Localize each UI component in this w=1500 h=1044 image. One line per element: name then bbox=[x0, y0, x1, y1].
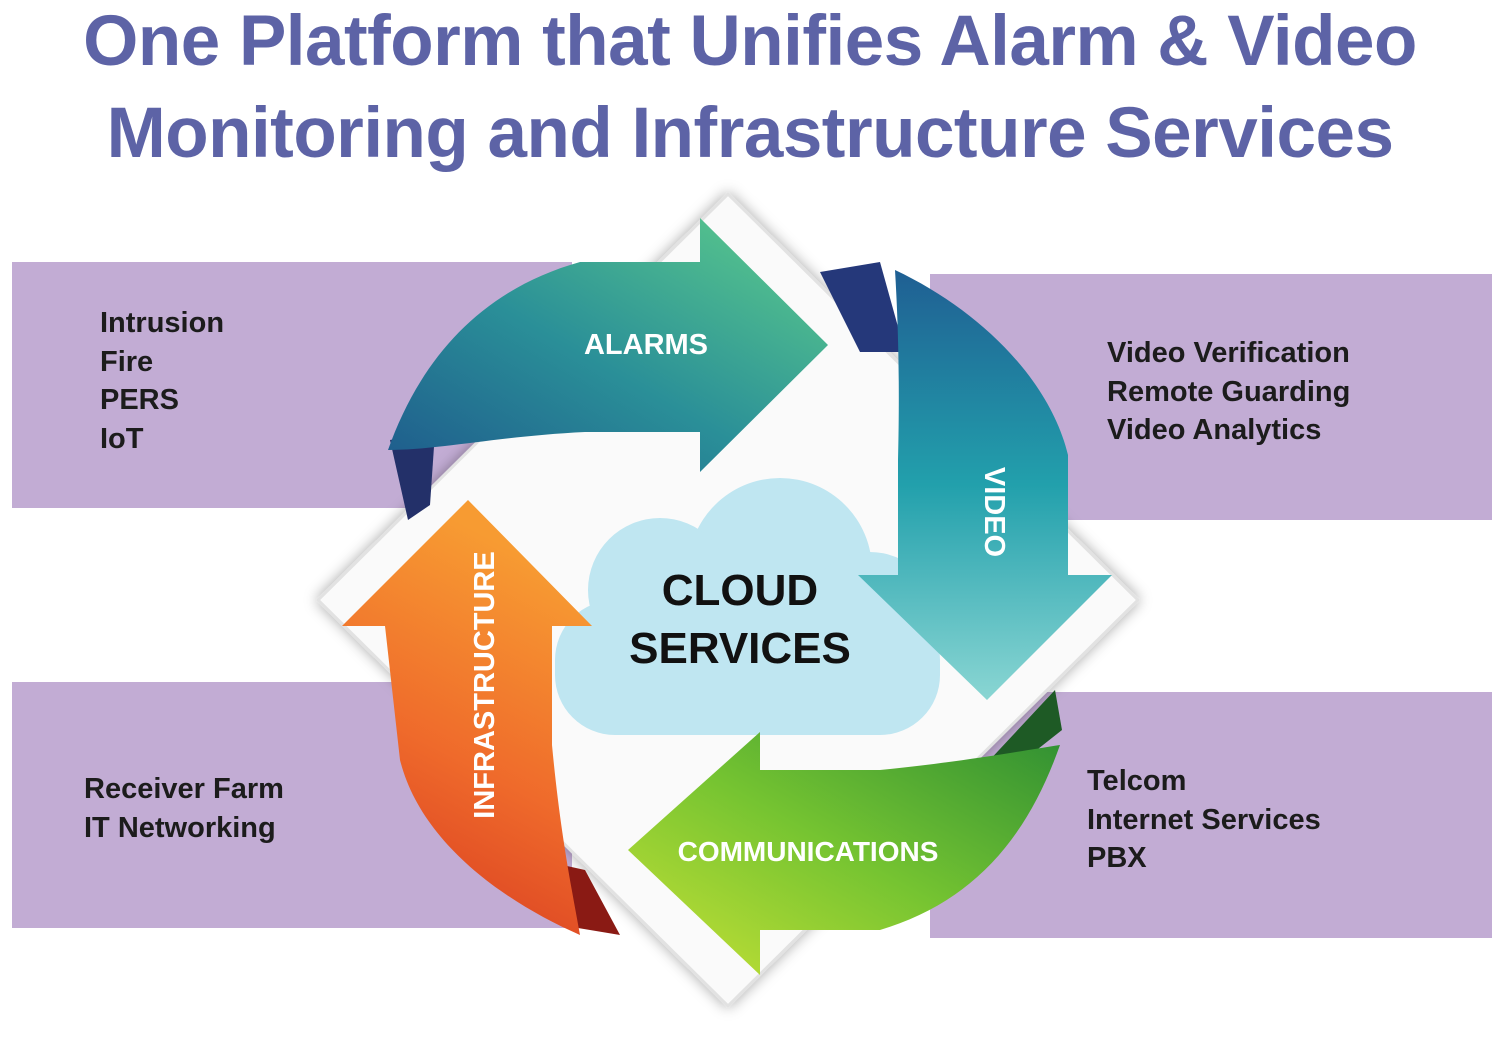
infrastructure-arrow bbox=[342, 500, 592, 935]
communications-label: COMMUNICATIONS bbox=[678, 836, 939, 867]
infrastructure-label: INFRASTRUCTURE bbox=[469, 551, 501, 818]
cloud-label-line-2: SERVICES bbox=[629, 624, 851, 673]
video-label: VIDEO bbox=[978, 467, 1010, 557]
cloud-shape bbox=[555, 478, 940, 735]
fold-tab-alarms bbox=[390, 432, 435, 520]
alarms-service-list: Intrusion Fire PERS IoT bbox=[100, 304, 224, 458]
list-item: PBX bbox=[1087, 842, 1147, 874]
alarms-arrow bbox=[388, 218, 828, 472]
list-item: IoT bbox=[100, 422, 144, 455]
list-item: IT Networking bbox=[84, 811, 276, 844]
page-title-line-1: One Platform that Unifies Alarm & Video bbox=[83, 2, 1417, 81]
fold-tab-video bbox=[820, 262, 905, 352]
list-item: Intrusion bbox=[100, 307, 225, 339]
list-item: Remote Guarding bbox=[1107, 375, 1351, 408]
alarms-label: ALARMS bbox=[584, 329, 708, 361]
communications-service-list: Telcom Internet Services PBX bbox=[1087, 762, 1321, 878]
list-item: Video Verification bbox=[1107, 337, 1350, 369]
list-item: Fire bbox=[100, 345, 154, 378]
video-service-list: Video Verification Remote Guarding Video… bbox=[1107, 334, 1350, 450]
video-arrow bbox=[858, 270, 1112, 700]
list-item: Internet Services bbox=[1087, 803, 1321, 836]
fold-tab-communications bbox=[985, 690, 1062, 775]
list-item: Video Analytics bbox=[1107, 414, 1322, 446]
list-item: Telcom bbox=[1087, 765, 1187, 797]
infrastructure-service-list: Receiver Farm IT Networking bbox=[84, 770, 284, 847]
communications-arrow bbox=[628, 732, 1060, 975]
cloud-label-line-1: CLOUD bbox=[662, 566, 818, 615]
list-item: PERS bbox=[100, 384, 179, 416]
list-item: Receiver Farm bbox=[84, 773, 284, 805]
page-title-line-2: Monitoring and Infrastructure Services bbox=[106, 94, 1394, 173]
